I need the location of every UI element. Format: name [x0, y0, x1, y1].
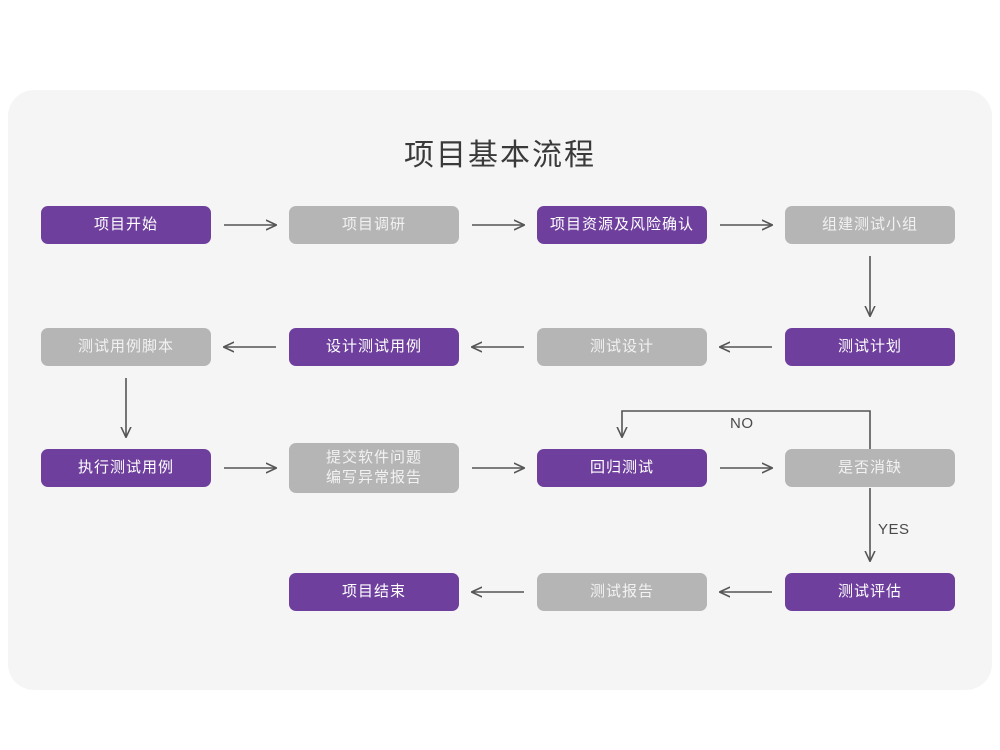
node-test-design[interactable]: 测试设计 [537, 328, 707, 366]
edge-label-no: NO [730, 415, 754, 432]
node-design-test-case[interactable]: 设计测试用例 [289, 328, 459, 366]
node-defect-cleared[interactable]: 是否消缺 [785, 449, 955, 487]
node-project-start[interactable]: 项目开始 [41, 206, 211, 244]
node-regression-test[interactable]: 回归测试 [537, 449, 707, 487]
node-project-research[interactable]: 项目调研 [289, 206, 459, 244]
node-test-plan[interactable]: 测试计划 [785, 328, 955, 366]
node-test-report[interactable]: 测试报告 [537, 573, 707, 611]
node-project-end[interactable]: 项目结束 [289, 573, 459, 611]
node-test-case-script[interactable]: 测试用例脚本 [41, 328, 211, 366]
node-test-evaluation[interactable]: 测试评估 [785, 573, 955, 611]
node-resource-risk-confirm[interactable]: 项目资源及风险确认 [537, 206, 707, 244]
edge-label-yes: YES [878, 521, 910, 538]
page-title: 项目基本流程 [404, 139, 596, 172]
node-execute-test-case[interactable]: 执行测试用例 [41, 449, 211, 487]
node-submit-issue-report[interactable]: 提交软件问题 编写异常报告 [289, 443, 459, 493]
node-form-test-team[interactable]: 组建测试小组 [785, 206, 955, 244]
